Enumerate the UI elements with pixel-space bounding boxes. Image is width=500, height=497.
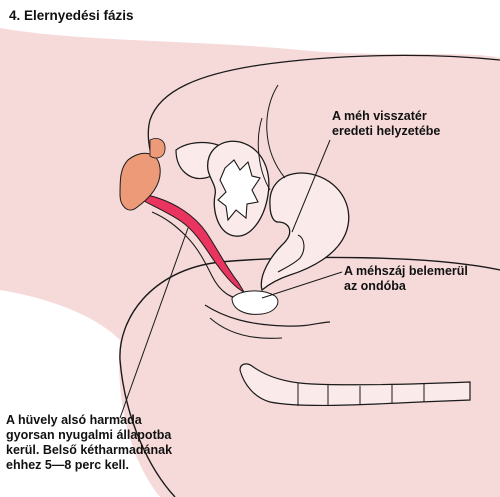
vagina-label-line: gyorsan nyugalmi állapotba <box>6 428 172 442</box>
ligament-line-2 <box>266 84 286 179</box>
rectum-lower <box>209 317 283 339</box>
abdomen-outline <box>147 54 500 161</box>
cervix-leader-line <box>261 271 343 299</box>
uterus-label-line: A méh visszatér <box>332 109 427 123</box>
uterus <box>260 172 350 292</box>
uterine-cavity <box>277 234 305 273</box>
uterus-label-line: eredeti helyzetébe <box>332 124 441 138</box>
vagina <box>133 194 246 294</box>
cervix-label-line: az ondóba <box>344 279 406 293</box>
rectum <box>204 304 331 327</box>
uterus-label: A méh visszatér eredeti helyzetébe <box>332 109 440 139</box>
cervix-label-line: A méhszáj belemerül <box>344 264 468 278</box>
uterus-leader-line <box>291 139 331 233</box>
body-silhouette <box>0 28 500 497</box>
vagina-leader-line <box>119 227 189 419</box>
diagram-title: 4. Elernyedési fázis <box>9 8 134 23</box>
vagina-label: A hüvely alsó harmada gyorsan nyugalmi á… <box>6 413 172 473</box>
vagina-label-line: kerül. Belső kétharmadának <box>6 443 173 457</box>
buttock-outline <box>119 256 500 497</box>
bladder-lumen <box>217 159 261 222</box>
ligament-line-1 <box>257 117 271 191</box>
cervix-label: A méhszáj belemerül az ondóba <box>344 264 468 294</box>
clitoral-hood <box>149 138 166 159</box>
vagina-label-line: ehhez 5—8 perc kell. <box>6 458 129 472</box>
vaginal-wall-lower <box>151 211 245 299</box>
vagina-label-line: A hüvely alsó harmada <box>6 413 142 427</box>
